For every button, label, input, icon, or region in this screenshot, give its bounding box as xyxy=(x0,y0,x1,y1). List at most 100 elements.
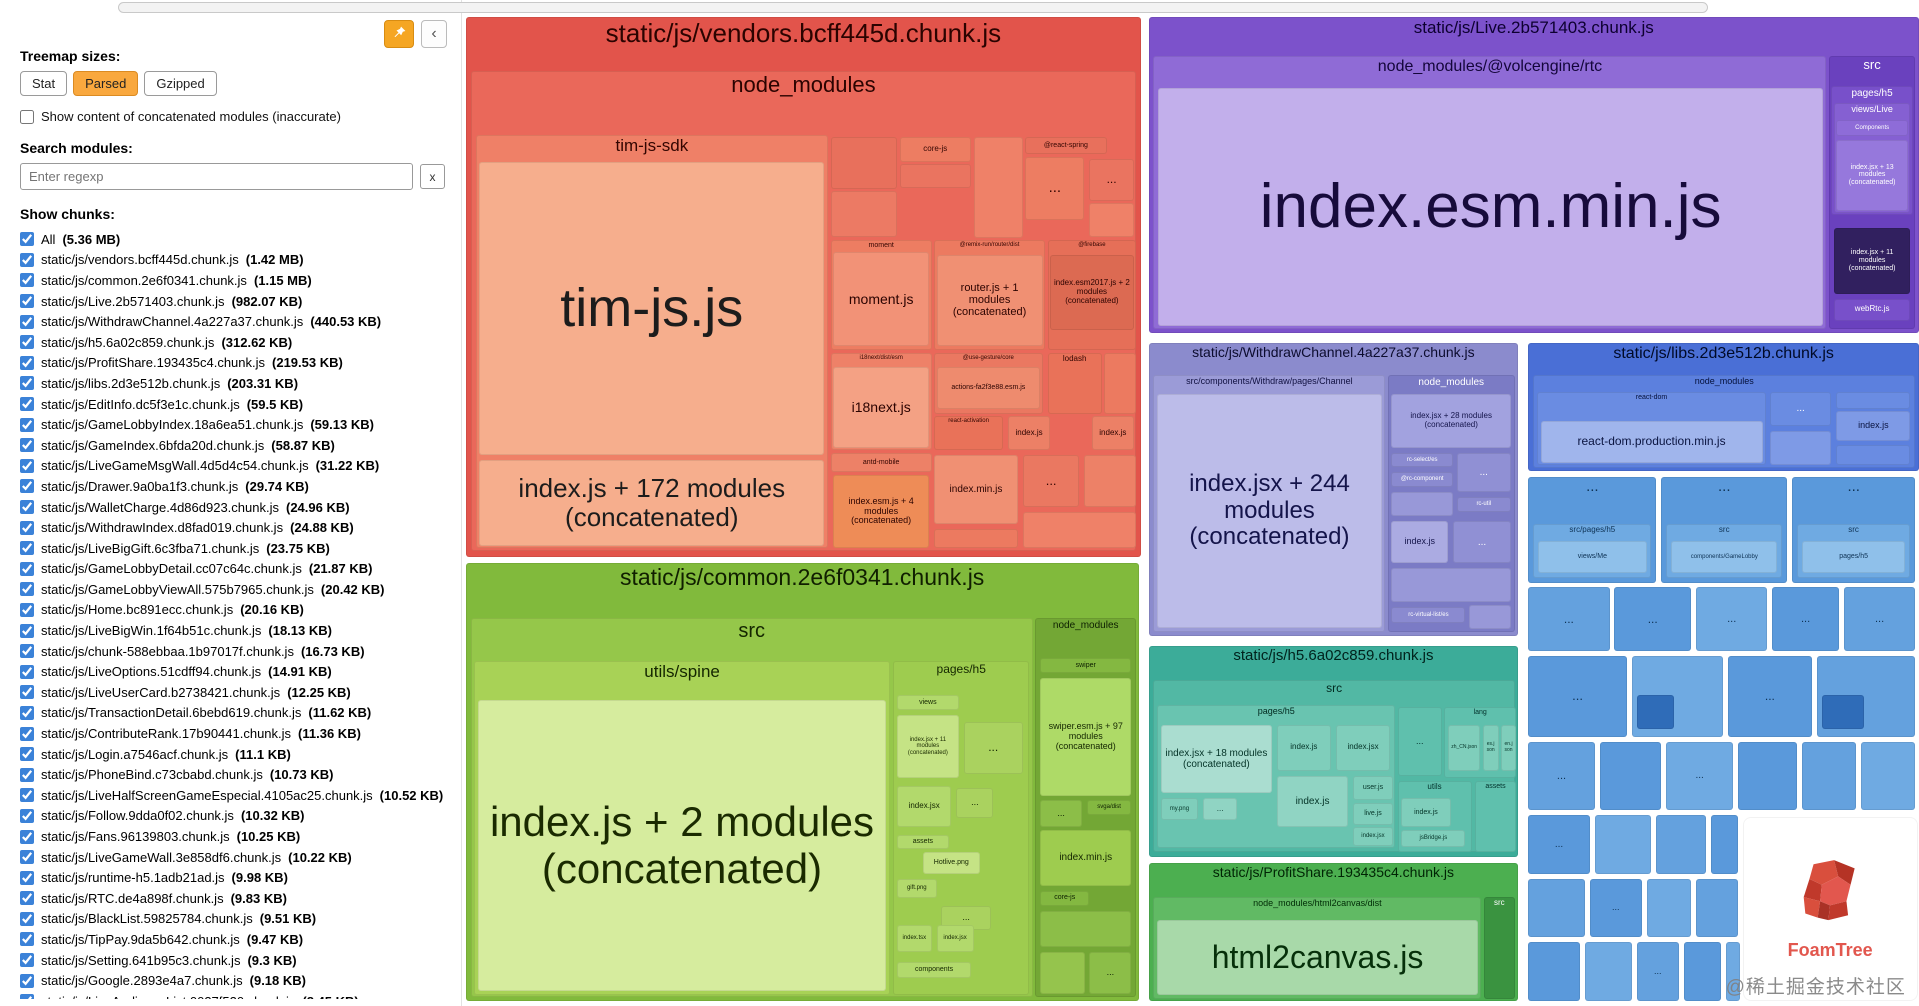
live-index-esm-min[interactable]: index.esm.min.js xyxy=(1158,88,1823,326)
small-chunk-f1[interactable] xyxy=(1528,878,1585,938)
small-chunk-a3-pages-h5[interactable]: pages/h5 xyxy=(1801,540,1906,573)
live-webrtc-js[interactable]: webRtc.js xyxy=(1833,298,1911,321)
foamtree-logo[interactable]: FoamTree xyxy=(1742,816,1918,1001)
libs-tile-2[interactable] xyxy=(1836,391,1911,409)
size-button-gzipped[interactable]: Gzipped xyxy=(144,71,217,96)
small-chunk-d2[interactable] xyxy=(1599,741,1662,811)
chunk-checkbox[interactable] xyxy=(20,747,34,762)
withdraw-rc-virtual-list[interactable]: rc-virtual-list/es xyxy=(1391,607,1466,623)
h5-dots-1[interactable]: ... xyxy=(1202,797,1238,820)
common-assets[interactable]: assets xyxy=(897,834,949,850)
libs-tile-3[interactable] xyxy=(1836,445,1911,466)
small-chunk-b3[interactable]: ... xyxy=(1695,587,1768,652)
small-chunk-f4[interactable] xyxy=(1695,878,1738,938)
common-dots-1[interactable]: ... xyxy=(963,722,1023,774)
h5-index-18-modules[interactable]: index.jsx + 18 modules (concatenated) xyxy=(1160,724,1272,794)
tim-index-172-modules[interactable]: index.js + 172 modules (concatenated) xyxy=(479,460,825,546)
tim-js-js[interactable]: tim-js.js xyxy=(479,161,825,456)
vendors-dots-1[interactable]: ... xyxy=(1025,156,1085,221)
chunk-checkbox[interactable] xyxy=(20,767,34,782)
small-chunk-d6[interactable] xyxy=(1861,741,1916,811)
chunk-checkbox[interactable] xyxy=(20,417,34,432)
live-components[interactable]: Components xyxy=(1836,119,1908,136)
small-chunk-g5[interactable] xyxy=(1725,942,1741,1002)
vendors-index-js-2[interactable]: index.js xyxy=(1091,416,1134,451)
vendors-mosaic-2[interactable] xyxy=(899,163,972,189)
vendors-mosaic-1[interactable] xyxy=(830,137,898,189)
withdraw-index-28-modules[interactable]: index.jsx + 28 modules (concatenated) xyxy=(1391,394,1512,448)
h5-en-json[interactable]: en.json xyxy=(1501,724,1516,771)
chunk-checkbox[interactable] xyxy=(20,891,34,906)
live-index-13-modules[interactable]: index.jsx + 13 modules (concatenated) xyxy=(1836,139,1908,211)
collapse-sidebar-button[interactable]: ‹ xyxy=(421,20,447,48)
chunk-checkbox[interactable] xyxy=(20,911,34,926)
common-index-min-js[interactable]: index.min.js xyxy=(1040,829,1132,887)
withdraw-dots-2[interactable]: ... xyxy=(1453,521,1512,563)
chunk-checkbox[interactable] xyxy=(20,397,34,412)
chunk-checkbox[interactable] xyxy=(20,788,34,803)
profitshare-src[interactable]: src xyxy=(1483,897,1515,999)
chunk-checkbox[interactable] xyxy=(20,870,34,885)
libs-index-js[interactable]: index.js xyxy=(1836,411,1911,441)
chunk-checkbox[interactable] xyxy=(20,314,34,329)
chunk-checkbox[interactable] xyxy=(20,644,34,659)
chunk-checkbox[interactable] xyxy=(20,664,34,679)
vendors-react-spring[interactable]: @react-spring xyxy=(1025,137,1107,155)
h5-dots-2[interactable]: ... xyxy=(1397,707,1442,776)
chunk-checkbox[interactable] xyxy=(20,252,34,267)
vendors-index-min-js[interactable]: index.min.js xyxy=(934,455,1018,524)
chunk-checkbox[interactable] xyxy=(20,685,34,700)
common-index-jsx-2[interactable]: index.jsx xyxy=(936,925,974,953)
vendors-core-js[interactable]: core-js xyxy=(899,137,972,162)
withdraw-index-js[interactable]: index.js xyxy=(1391,521,1449,563)
withdraw-tile-3[interactable] xyxy=(1469,604,1512,630)
withdraw-rc-select[interactable]: rc-select/es xyxy=(1391,452,1454,468)
pin-sidebar-button[interactable] xyxy=(384,20,414,48)
chunk-checkbox[interactable] xyxy=(20,479,34,494)
small-chunk-e1[interactable]: ... xyxy=(1528,815,1590,874)
vendors-index-esm-4[interactable]: index.esm.js + 4 modules (concatenated) xyxy=(833,474,930,549)
small-chunk-e2[interactable] xyxy=(1594,815,1652,874)
profitshare-html2canvas-js[interactable]: html2canvas.js xyxy=(1157,920,1478,995)
chunk-checkbox[interactable] xyxy=(20,932,34,947)
common-index-tsx[interactable]: index.tsx xyxy=(897,925,932,953)
withdraw-tile-2[interactable] xyxy=(1391,567,1512,603)
common-swiper-esm[interactable]: swiper.esm.js + 97 modules (concatenated… xyxy=(1040,678,1132,796)
chunk-checkbox[interactable] xyxy=(20,973,34,988)
small-chunk-c4-inner[interactable] xyxy=(1821,695,1864,730)
small-chunk-f3[interactable] xyxy=(1646,878,1691,938)
common-dots-4[interactable]: ... xyxy=(1040,800,1083,828)
small-chunk-b1[interactable]: ... xyxy=(1528,587,1610,652)
chunk-checkbox[interactable] xyxy=(20,623,34,638)
vendors-antd-mobile[interactable]: antd-mobile xyxy=(830,452,932,473)
size-button-stat[interactable]: Stat xyxy=(20,71,68,96)
withdraw-dots-1[interactable]: ... xyxy=(1456,452,1511,492)
chunk-checkbox[interactable] xyxy=(20,705,34,720)
h5-user-js[interactable]: user.js xyxy=(1353,775,1393,801)
h5-jsbridge-js[interactable]: jsBridge.js xyxy=(1401,829,1466,847)
common-components[interactable]: components xyxy=(897,961,972,978)
vendors-lodash[interactable]: lodash xyxy=(1047,352,1102,414)
chunk-checkbox[interactable] xyxy=(20,953,34,968)
h5-zh-cn-json[interactable]: zh_CN.json xyxy=(1448,724,1481,771)
vendors-mosaic-4[interactable] xyxy=(973,137,1023,238)
common-swiper[interactable]: swiper xyxy=(1040,658,1132,674)
size-button-parsed[interactable]: Parsed xyxy=(73,71,139,96)
common-index-11-modules[interactable]: index.jsx + 11 modules (concatenated) xyxy=(897,714,959,779)
small-chunk-a1-views-me[interactable]: views/Me xyxy=(1538,540,1647,573)
common-core-js[interactable]: core-js xyxy=(1040,890,1090,906)
h5-index-jsx-a[interactable]: index.jsx xyxy=(1335,724,1391,771)
withdraw-rc-util[interactable]: rc-util xyxy=(1456,496,1511,512)
small-chunk-d1[interactable]: ... xyxy=(1528,741,1595,811)
chunk-checkbox[interactable] xyxy=(20,355,34,370)
small-chunk-g3[interactable]: ... xyxy=(1636,942,1679,1002)
vendors-mosaic-3[interactable] xyxy=(830,190,898,238)
chunk-checkbox[interactable] xyxy=(20,561,34,576)
withdraw-index-244-modules[interactable]: index.jsx + 244 modules (concatenated) xyxy=(1157,394,1382,628)
libs-react-dom-production[interactable]: react-dom.production.min.js xyxy=(1540,421,1763,463)
chunk-checkbox[interactable] xyxy=(20,541,34,556)
common-nm-tile-2[interactable] xyxy=(1040,952,1085,994)
common-views[interactable]: views xyxy=(897,695,959,710)
vendors-react-activation[interactable]: react-activation xyxy=(934,416,1004,451)
clear-search-button[interactable]: x xyxy=(420,164,445,189)
